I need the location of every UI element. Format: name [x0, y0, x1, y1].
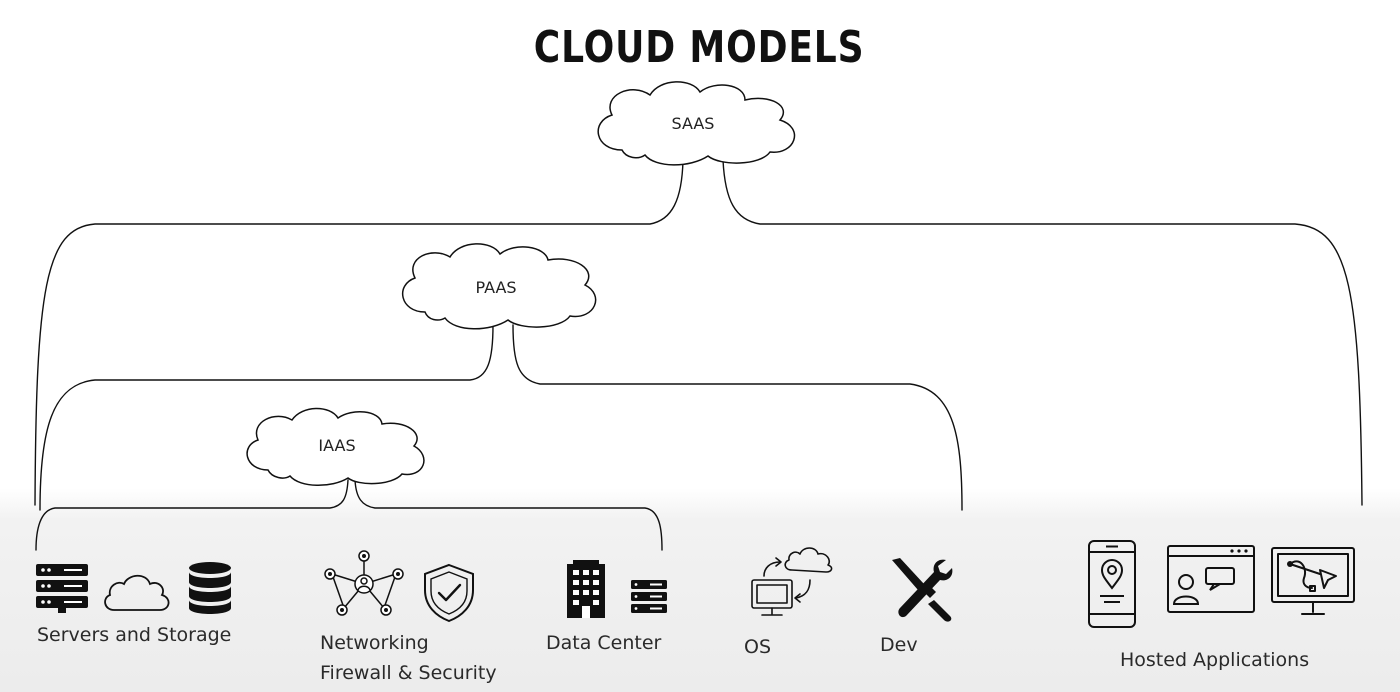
iaas-bracket — [35, 479, 349, 551]
paas-bracket — [39, 324, 494, 511]
saas-bracket — [34, 159, 684, 506]
iaas-bracket-right — [354, 479, 663, 551]
data-center-label: Data Center — [546, 632, 662, 654]
page-title: CLOUD MODELS — [533, 22, 865, 73]
servers-storage-label: Servers and Storage — [37, 624, 232, 646]
os-label: OS — [744, 636, 772, 658]
firewall-security-label: Firewall & Security — [320, 662, 497, 684]
iaas-cloud — [246, 407, 425, 486]
dev-label: Dev — [880, 634, 918, 656]
cloud-icon — [104, 574, 170, 611]
paas-label: PAAS — [475, 278, 517, 297]
saas-label: SAAS — [671, 114, 715, 133]
paas-cloud — [401, 243, 597, 330]
iaas-label: IAAS — [318, 436, 356, 455]
monitor-vector-icon — [1271, 547, 1355, 615]
browser-chat-icon — [1167, 545, 1255, 613]
building-icon — [567, 560, 605, 618]
paas-bracket-right — [512, 324, 963, 511]
database-icon — [189, 562, 231, 614]
network-hub-icon — [324, 550, 404, 616]
shield-check-icon — [424, 563, 474, 623]
mobile-location-icon — [1088, 540, 1136, 628]
os-sync-monitor-icon — [751, 547, 833, 616]
saas-cloud — [597, 81, 796, 166]
hosted-applications-label: Hosted Applications — [1120, 649, 1310, 671]
server-rack-icon — [36, 564, 88, 613]
saas-bracket-right — [722, 159, 1363, 506]
tools-icon — [892, 558, 953, 622]
server-icon — [631, 580, 667, 613]
networking-label: Networking — [320, 632, 429, 654]
